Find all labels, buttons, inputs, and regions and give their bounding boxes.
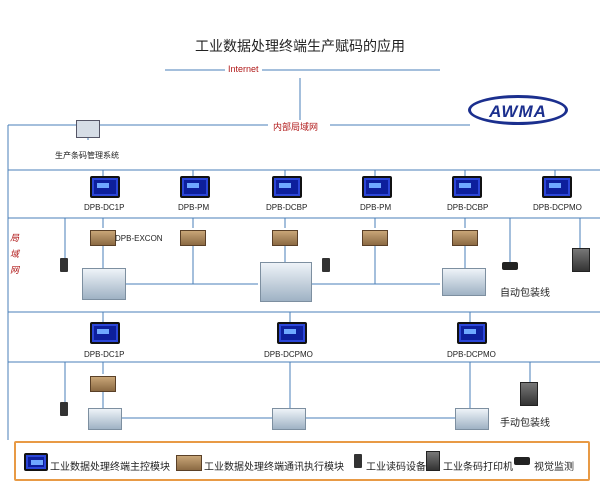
- intranet-label: 内部局域网: [270, 120, 322, 133]
- reader-icon: [354, 454, 362, 468]
- barcode-reader[interactable]: [60, 402, 68, 416]
- auto-line-label: 自动包装线: [500, 288, 550, 299]
- manual-packing-station[interactable]: [455, 408, 489, 430]
- comm-exec-module[interactable]: [180, 230, 206, 246]
- legend-printer: 工业条码打印机: [443, 462, 513, 473]
- packing-station[interactable]: [272, 408, 306, 430]
- mgmt-system-label: 生产条码管理系统: [55, 151, 119, 160]
- labeling-machine[interactable]: [82, 268, 126, 300]
- main-control-terminal-4[interactable]: [362, 176, 392, 198]
- terminal-label: DPB-DCPMO: [533, 203, 582, 212]
- main-control-terminal-1[interactable]: [90, 176, 120, 198]
- internet-label: Internet: [225, 64, 262, 74]
- barcode-printer[interactable]: [572, 248, 590, 272]
- terminal-label: DPB-DCBP: [447, 203, 489, 212]
- main-control-terminal-2[interactable]: [180, 176, 210, 198]
- main-control-terminal-9[interactable]: [457, 322, 487, 344]
- lan-side-label: 局 域 网: [10, 233, 20, 275]
- barcode-printer[interactable]: [520, 382, 538, 406]
- legend-comm-exec: 工业数据处理终端通讯执行模块: [204, 462, 344, 473]
- labeling-station[interactable]: [88, 408, 122, 430]
- main-control-terminal-6[interactable]: [542, 176, 572, 198]
- page-title: 工业数据处理终端生产赋码的应用: [195, 38, 405, 54]
- terminal-label: DPB-PM: [360, 203, 392, 212]
- legend: 工业数据处理终端主控模块 工业数据处理终端通讯执行模块 工业读码设备 工业条码打…: [14, 441, 590, 481]
- computer-icon: [76, 120, 100, 138]
- legend-vision: 视觉监测: [534, 462, 574, 473]
- printer-icon: [426, 451, 440, 471]
- camera-icon: [514, 457, 530, 465]
- comm-exec-module[interactable]: [272, 230, 298, 246]
- awma-logo: AWMA: [468, 95, 568, 125]
- main-control-terminal-8[interactable]: [277, 322, 307, 344]
- manual-line-label: 手动包装线: [500, 418, 550, 429]
- comm-exec-module[interactable]: [362, 230, 388, 246]
- packaging-machine[interactable]: [260, 262, 312, 302]
- main-control-terminal-5[interactable]: [452, 176, 482, 198]
- cartoning-machine[interactable]: [442, 268, 486, 296]
- main-control-icon: [24, 453, 48, 471]
- barcode-reader[interactable]: [322, 258, 330, 272]
- legend-reader: 工业读码设备: [366, 462, 426, 473]
- terminal-label: DPB-DCPMO: [264, 350, 313, 359]
- terminal-label: DPB-DCPMO: [447, 350, 496, 359]
- terminal-label: DPB-DC1P: [84, 203, 125, 212]
- comm-exec-module[interactable]: [90, 376, 116, 392]
- barcode-reader[interactable]: [60, 258, 68, 272]
- comm-exec-icon: [176, 455, 202, 471]
- terminal-label: DPB-DC1P: [84, 350, 125, 359]
- legend-main-control: 工业数据处理终端主控模块: [50, 462, 170, 473]
- main-control-terminal-3[interactable]: [272, 176, 302, 198]
- excon-label: DPB-EXCON: [115, 234, 163, 243]
- terminal-label: DPB-DCBP: [266, 203, 308, 212]
- main-control-terminal-7[interactable]: [90, 322, 120, 344]
- comm-exec-module[interactable]: [90, 230, 116, 246]
- vision-camera[interactable]: [502, 262, 518, 270]
- comm-exec-module[interactable]: [452, 230, 478, 246]
- terminal-label: DPB-PM: [178, 203, 210, 212]
